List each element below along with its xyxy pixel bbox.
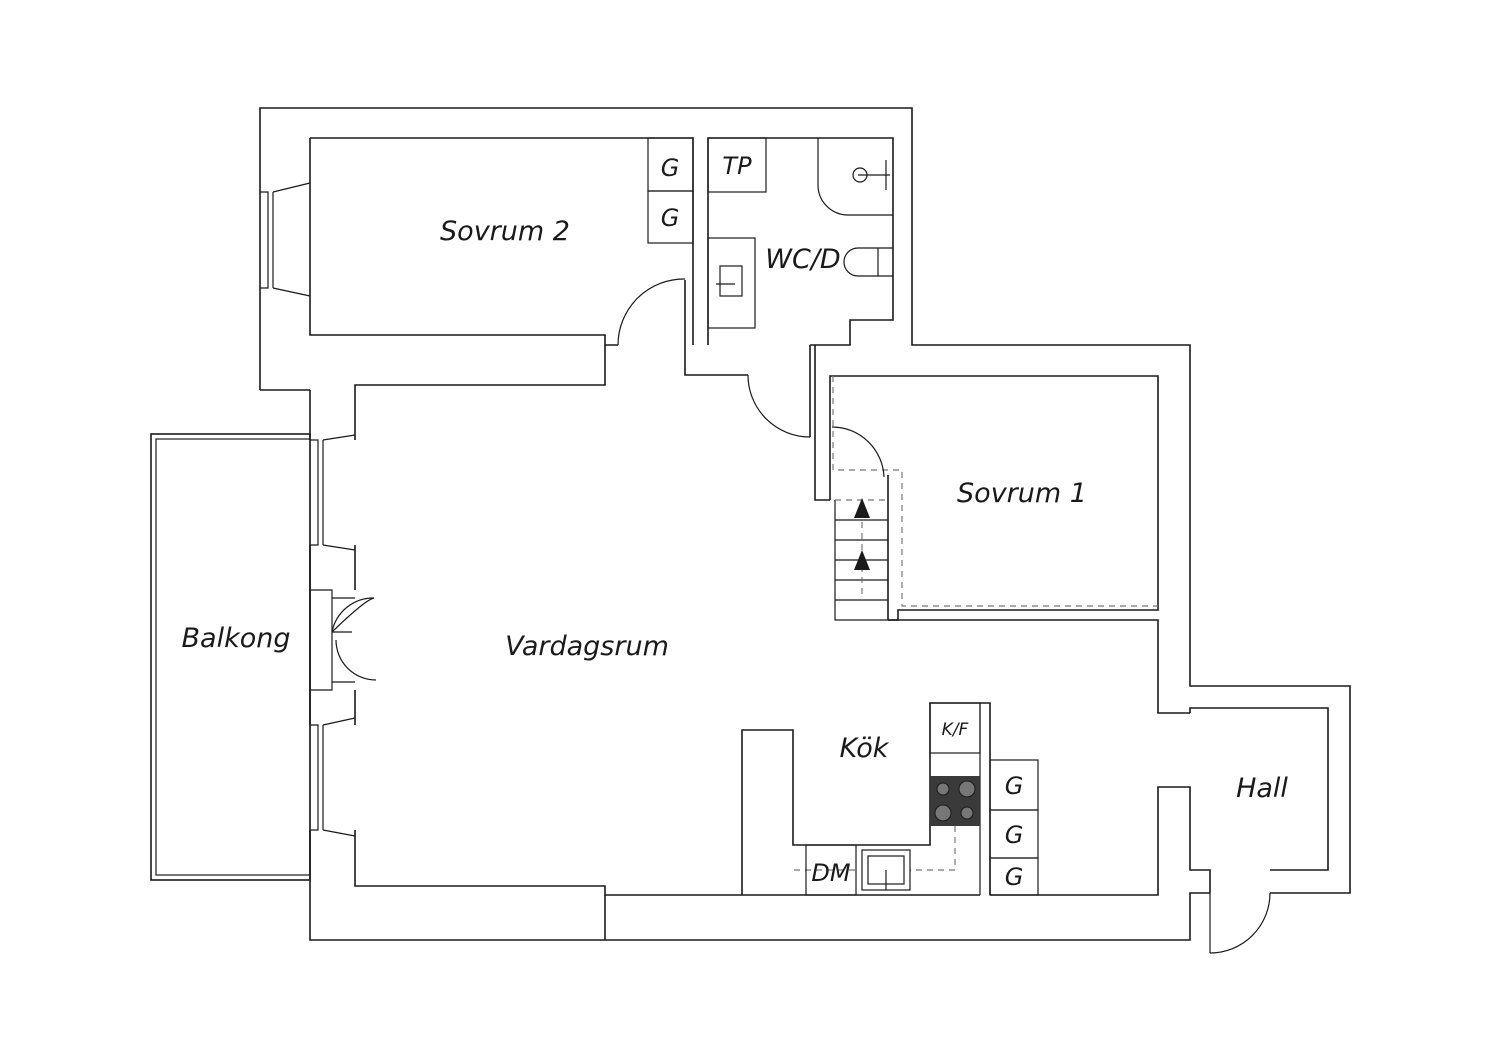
room-label-wc: WC/D <box>765 244 840 275</box>
balcony <box>150 433 311 881</box>
tp-label: TP <box>722 152 752 180</box>
window-vardagsrum-upper <box>310 434 356 551</box>
room-label-sovrum2: Sovrum 2 <box>440 216 570 247</box>
sovrum2-room <box>309 137 694 346</box>
dm-label: DM <box>811 859 850 887</box>
room-label-balkong: Balkong <box>182 623 291 654</box>
wardrobe-label: G <box>1005 821 1024 849</box>
wc-room <box>707 137 894 346</box>
stair-arrow-icon <box>854 550 870 570</box>
room-label-hall: Hall <box>1236 773 1288 804</box>
vardagsrum-walls <box>354 545 1190 940</box>
wardrobe-label: G <box>1005 863 1024 891</box>
wardrobe-label: G <box>661 154 680 182</box>
window-sovrum2 <box>260 182 311 297</box>
room-label-vardagsrum: Vardagsrum <box>505 631 669 662</box>
room-label-kok: Kök <box>840 733 890 764</box>
hall <box>990 707 1329 954</box>
outer-walls <box>259 107 1351 941</box>
kf-label: K/F <box>942 720 969 740</box>
wardrobe-label: G <box>1005 772 1024 800</box>
stair-arrow-icon <box>854 498 870 518</box>
wardrobe-label: G <box>661 204 680 232</box>
kitchen <box>741 702 1039 896</box>
window-vardagsrum-lower <box>310 717 356 837</box>
balcony-door <box>310 589 377 691</box>
stairs <box>834 498 888 621</box>
room-label-sovrum1: Sovrum 1 <box>957 478 1087 509</box>
corridor-walls <box>354 345 830 501</box>
